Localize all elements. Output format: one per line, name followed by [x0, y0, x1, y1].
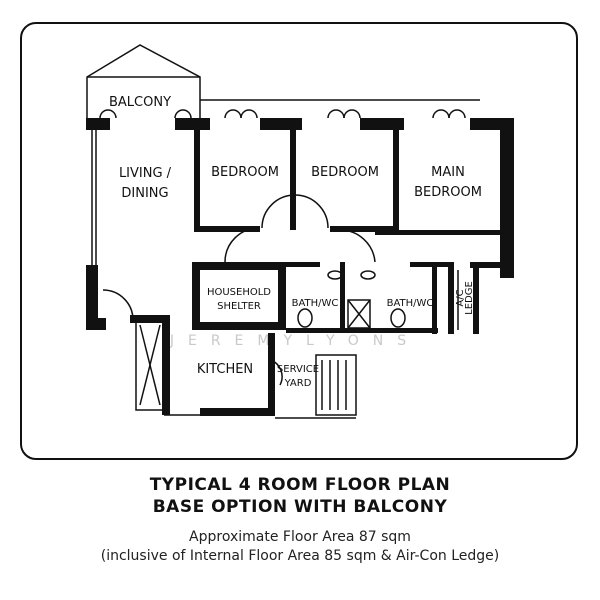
thin-outlines: [86, 44, 480, 419]
watermark: JEREMYLYONS: [169, 333, 420, 349]
main-bedroom-label-line1: MAIN: [431, 165, 465, 180]
caption-area-line1: Approximate Floor Area 87 sqm: [189, 529, 411, 545]
shelter-label-line2: SHELTER: [217, 301, 261, 312]
caption-area-line2: (inclusive of Internal Floor Area 85 sqm…: [100, 548, 500, 564]
balcony-label: BALCONY: [109, 95, 171, 110]
toilet-icon: [297, 308, 313, 328]
caption-title-line1: TYPICAL 4 ROOM FLOOR PLAN: [149, 475, 451, 495]
ac-ledge-label-line1: A/C: [455, 289, 466, 306]
balcony-outline: [86, 44, 201, 120]
living-label-line1: LIVING /: [119, 166, 172, 181]
bath-1-label: BATH/WC: [292, 298, 339, 309]
living-label-line2: DINING: [121, 186, 168, 201]
thick-walls: [86, 118, 514, 416]
caption-title-line2: BASE OPTION WITH BALCONY: [152, 497, 448, 517]
basin-icon: [327, 270, 343, 280]
door-swing: [294, 194, 329, 229]
floor-plan-frame: [20, 22, 578, 460]
bedroom-1-label: BEDROOM: [211, 165, 279, 180]
basin-icon: [360, 270, 376, 280]
service-yard-label-line1: SERVICE: [277, 364, 319, 375]
service-yard-label-line2: YARD: [284, 378, 312, 389]
door-swing: [261, 194, 296, 229]
door-swing: [339, 229, 376, 263]
room-labels: BALCONY LIVING / DINING BEDROOM BEDROOM …: [109, 95, 482, 389]
toilet-icon: [390, 308, 406, 328]
kitchen-label: KITCHEN: [197, 362, 253, 377]
ac-ledge-label-line2: LEDGE: [464, 281, 475, 315]
bedroom-2-label: BEDROOM: [311, 165, 379, 180]
caption: TYPICAL 4 ROOM FLOOR PLAN BASE OPTION WI…: [0, 474, 600, 566]
door-swing: [224, 227, 260, 263]
bath-2-label: BATH/WC: [387, 298, 434, 309]
main-bedroom-label-line2: BEDROOM: [414, 185, 482, 200]
door-swing: [102, 289, 134, 321]
shelter-label-line1: HOUSEHOLD: [207, 287, 271, 298]
